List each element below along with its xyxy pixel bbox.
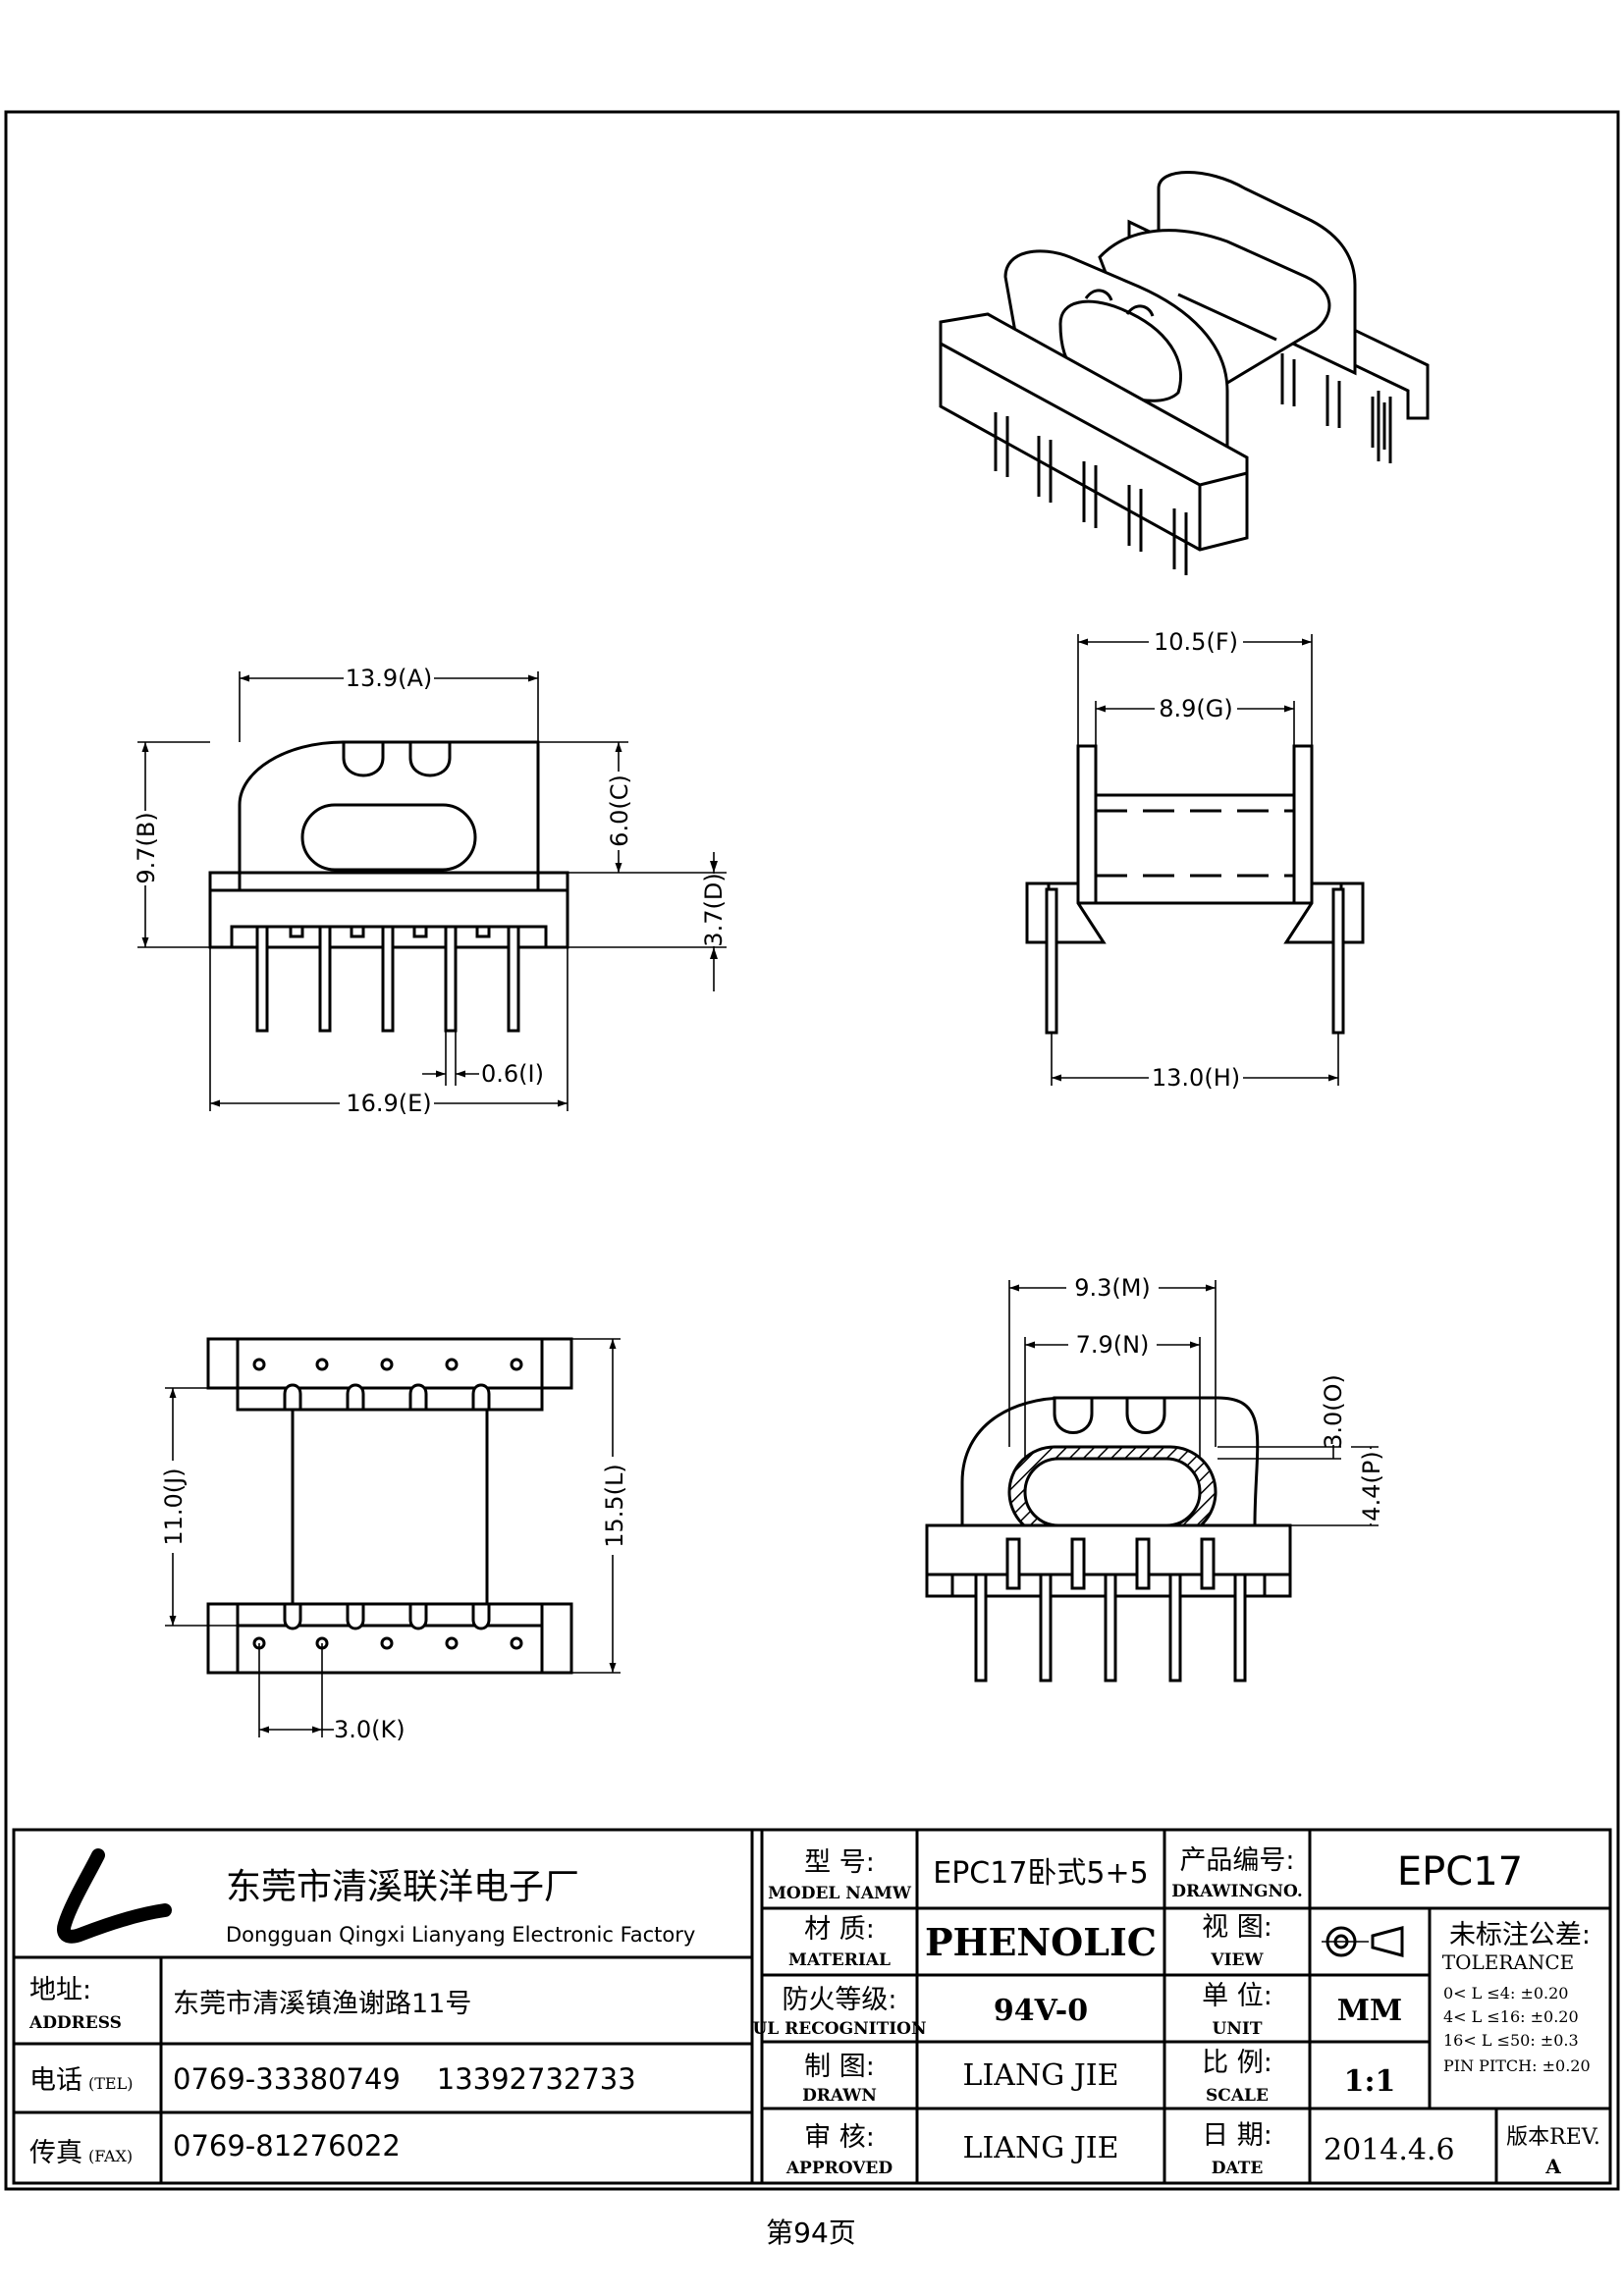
model-label-en: MODEL NAMW	[768, 1884, 912, 1903]
fax-label-en: (FAX)	[88, 2147, 133, 2165]
approved-value: LIANG JIE	[963, 2131, 1119, 2165]
drawing-no-label-cn: 产品编号:	[1179, 1845, 1294, 1876]
tolerance-label-en: TOLERANCE	[1442, 1950, 1575, 1974]
drawn-label-cn: 制 图:	[804, 2052, 875, 2082]
ul-label-cn: 防火等级:	[782, 1985, 896, 2015]
scale-value: 1:1	[1344, 2064, 1396, 2099]
drawing-no-value: EPC17	[1397, 1849, 1523, 1895]
view-label-cn: 视 图:	[1202, 1912, 1272, 1943]
dim-p-label: 4.4(P)	[1358, 1451, 1385, 1521]
unit-value: MM	[1337, 1994, 1402, 2028]
dim-o-label: 3.0(O)	[1320, 1374, 1347, 1449]
drawing-no-label-en: DRAWINGNO.	[1171, 1882, 1303, 1901]
rev-value: A	[1544, 2155, 1561, 2178]
address-label-cn: 地址:	[29, 1975, 91, 2005]
tel-value: 0769-33380749 13392732733	[173, 2062, 636, 2096]
side-view: 10.5(F) 8.9(G) 13.0(H)	[1025, 626, 1365, 1092]
dim-g-label: 8.9(G)	[1159, 695, 1233, 722]
dim-k-label: 3.0(K)	[334, 1716, 406, 1743]
view-label-en: VIEW	[1210, 1950, 1264, 1970]
dim-l-label: 15.5(L)	[601, 1464, 628, 1548]
tolerance-line-4: PIN PITCH: ±0.20	[1443, 2056, 1591, 2075]
material-label-en: MATERIAL	[788, 1950, 891, 1970]
tolerance-line-1: 0< L ≤4: ±0.20	[1443, 1984, 1568, 2002]
address-value: 东莞市清溪镇渔谢路11号	[173, 1989, 471, 2019]
tel-label-cn: 电话	[29, 2065, 82, 2096]
page-footer: 第94页	[766, 2216, 856, 2249]
address-label-en: ADDRESS	[28, 2013, 122, 2033]
material-value: PHENOLIC	[925, 1920, 1157, 1964]
approved-label-cn: 审 核:	[804, 2122, 875, 2153]
company-name-cn: 东莞市清溪联洋电子厂	[226, 1867, 579, 1907]
dim-d-label: 3.7(D)	[700, 873, 728, 946]
tolerance-line-3: 16< L ≤50: ±0.3	[1443, 2031, 1579, 2050]
dim-f-label: 10.5(F)	[1154, 628, 1238, 656]
model-value: EPC17卧式5+5	[933, 1856, 1148, 1891]
section-view: 9.3(M) 7.9(N) 3.0(O) 4.4(P)	[925, 1272, 1385, 1682]
dim-b-label: 9.7(B)	[133, 812, 160, 883]
dim-j-label: 11.0(J)	[160, 1468, 188, 1545]
front-view: 13.9(A) 9.7(B) 6.0(C) 3.7(D) 16.9(E) 0.6…	[131, 663, 728, 1118]
material-label-cn: 材 质:	[804, 1914, 875, 1945]
dim-m-label: 9.3(M)	[1074, 1274, 1151, 1302]
dim-n-label: 7.9(N)	[1076, 1331, 1150, 1359]
drawn-value: LIANG JIE	[963, 2058, 1119, 2093]
fax-label-cn: 传真	[29, 2138, 82, 2168]
date-label-en: DATE	[1212, 2159, 1264, 2178]
rev-label: 版本REV.	[1506, 2125, 1600, 2150]
date-value: 2014.4.6	[1324, 2133, 1455, 2167]
dim-h-label: 13.0(H)	[1152, 1064, 1240, 1092]
tolerance-label-cn: 未标注公差:	[1449, 1920, 1591, 1950]
model-label-cn: 型 号:	[804, 1847, 875, 1878]
date-label-cn: 日 期:	[1202, 2120, 1272, 2151]
company-name-en: Dongguan Qingxi Lianyang Electronic Fact…	[226, 1923, 695, 1947]
dim-i-label: 0.6(I)	[481, 1060, 544, 1088]
third-angle-projection-icon	[1322, 1926, 1404, 1957]
bottom-view: 11.0(J) 15.5(L) 3.0(K)	[158, 1337, 628, 1743]
approved-label-en: APPROVED	[785, 2159, 893, 2178]
company-logo	[57, 1848, 172, 1944]
scale-label-cn: 比 例:	[1202, 2048, 1272, 2078]
tolerance-line-2: 4< L ≤16: ±0.20	[1443, 2007, 1579, 2026]
dim-e-label: 16.9(E)	[346, 1090, 431, 1117]
title-block: 东莞市清溪联洋电子厂 Dongguan Qingxi Lianyang Elec…	[12, 1828, 1612, 2185]
unit-label-cn: 单 位:	[1202, 1981, 1272, 2011]
fax-value: 0769-81276022	[173, 2129, 401, 2163]
tel-label-en: (TEL)	[88, 2074, 133, 2093]
dim-c-label: 6.0(C)	[606, 774, 633, 847]
isometric-view	[939, 171, 1430, 575]
unit-label-en: UNIT	[1213, 2019, 1263, 2039]
drawn-label-en: DRAWN	[802, 2086, 877, 2106]
ul-label-en: UL RECOGNITION	[752, 2019, 926, 2039]
drawing-border	[4, 110, 1620, 2191]
ul-value: 94V-0	[994, 1994, 1088, 2028]
scale-label-en: SCALE	[1206, 2086, 1269, 2106]
dim-a-label: 13.9(A)	[346, 665, 433, 692]
